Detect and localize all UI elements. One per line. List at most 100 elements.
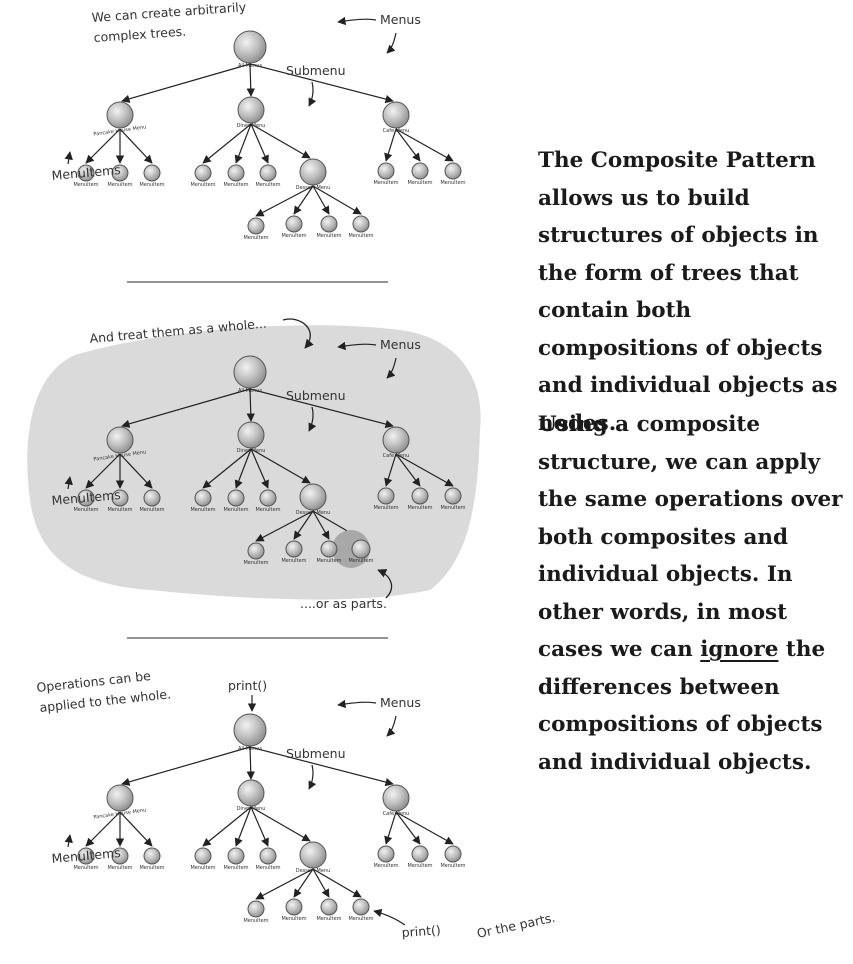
diner-menu-node bbox=[237, 421, 265, 449]
pancake-menu-node bbox=[106, 101, 134, 129]
menu-item-label: MenuItem bbox=[190, 507, 215, 513]
menu-item-node bbox=[247, 900, 265, 918]
menuitems-arrow bbox=[64, 476, 73, 490]
menus-arrow bbox=[337, 341, 377, 351]
edge bbox=[384, 128, 397, 162]
highlighted-menu-item-node bbox=[351, 539, 371, 559]
description-text-a: Using a composite structure, we can appl… bbox=[538, 412, 843, 662]
menu-item-label: MenuItem bbox=[348, 558, 373, 564]
edge bbox=[246, 63, 255, 97]
edge bbox=[246, 746, 255, 780]
menu-item-node bbox=[411, 845, 429, 863]
root-label: All Menus bbox=[238, 63, 263, 69]
edge bbox=[395, 453, 454, 487]
edge bbox=[250, 448, 311, 484]
edge bbox=[395, 453, 421, 487]
ignore-emphasis: ignore bbox=[700, 637, 779, 662]
edge bbox=[293, 185, 314, 215]
edge bbox=[249, 388, 394, 429]
dessert-menu-node bbox=[299, 483, 327, 511]
submenu-label: Dessert Menu bbox=[296, 868, 331, 874]
menu-item-label: MenuItem bbox=[281, 916, 306, 922]
menus-callout: Menus bbox=[380, 695, 421, 710]
menu-item-label: MenuItem bbox=[243, 235, 268, 241]
menu-item-node bbox=[377, 487, 395, 505]
diner-menu-node bbox=[237, 96, 265, 124]
submenu-callout: Submenu bbox=[286, 746, 346, 761]
edge bbox=[395, 128, 454, 162]
highlight-ring bbox=[332, 530, 370, 568]
menu-item-label: MenuItem bbox=[440, 180, 465, 186]
edge bbox=[293, 868, 314, 898]
menu-item-node bbox=[259, 847, 277, 865]
menu-item-node bbox=[259, 164, 277, 182]
menu-item-label: MenuItem bbox=[243, 918, 268, 924]
menu-item-node bbox=[227, 164, 245, 182]
menu-item-label: MenuItem bbox=[73, 507, 98, 513]
edge bbox=[384, 453, 397, 487]
menu-item-label: MenuItem bbox=[281, 233, 306, 239]
edge bbox=[119, 453, 153, 489]
menu-item-node bbox=[377, 162, 395, 180]
edge bbox=[395, 811, 421, 845]
menu-item-label: MenuItem bbox=[190, 182, 215, 188]
menu-item-node bbox=[352, 898, 370, 916]
menu-item-node bbox=[285, 215, 303, 233]
menu-item-node bbox=[259, 489, 277, 507]
menu-item-label: MenuItem bbox=[107, 182, 132, 188]
submenu-arrow bbox=[308, 81, 317, 107]
edge bbox=[312, 510, 330, 540]
menu-item-label: MenuItem bbox=[316, 916, 341, 922]
menu-item-node bbox=[143, 489, 161, 507]
menu-item-node bbox=[411, 162, 429, 180]
menus-arrow bbox=[386, 32, 397, 54]
menu-label: Cafe Menu bbox=[383, 811, 410, 817]
menu-item-node bbox=[377, 845, 395, 863]
menu-item-node bbox=[320, 540, 338, 558]
edge bbox=[202, 123, 252, 164]
menu-item-label: MenuItem bbox=[73, 865, 98, 871]
submenu-label: Dessert Menu bbox=[296, 510, 331, 516]
edge bbox=[384, 811, 397, 845]
menu-item-label: MenuItem bbox=[316, 233, 341, 239]
menu-item-label: MenuItem bbox=[316, 558, 341, 564]
menu-item-label: MenuItem bbox=[348, 916, 373, 922]
menus-callout: Menus bbox=[380, 337, 421, 352]
menu-item-node bbox=[77, 847, 95, 865]
root-node bbox=[233, 355, 267, 389]
edge bbox=[312, 868, 362, 898]
menu-item-node bbox=[111, 164, 129, 182]
cafe-menu-node bbox=[382, 784, 410, 812]
edge bbox=[250, 806, 269, 847]
menu-item-label: MenuItem bbox=[139, 865, 164, 871]
menu-item-node bbox=[227, 489, 245, 507]
menu-item-node bbox=[143, 847, 161, 865]
menuitems-callout: MenuItems bbox=[51, 162, 121, 183]
menu-item-node bbox=[247, 217, 265, 235]
menu-item-label: MenuItem bbox=[348, 233, 373, 239]
description-paragraph-2: Using a composite structure, we can appl… bbox=[538, 406, 846, 781]
edge bbox=[395, 128, 421, 162]
menu-item-node bbox=[285, 898, 303, 916]
edge bbox=[293, 510, 314, 540]
whole-tree-blob bbox=[27, 325, 481, 600]
menu-item-label: MenuItem bbox=[255, 507, 280, 513]
menu-item-node bbox=[194, 489, 212, 507]
menuitems-callout: MenuItems bbox=[51, 487, 121, 508]
caption-arrow bbox=[282, 318, 314, 349]
dessert-menu-node bbox=[299, 158, 327, 186]
edge bbox=[312, 185, 330, 215]
menu-item-label: MenuItem bbox=[223, 507, 248, 513]
edge bbox=[255, 510, 314, 542]
edge bbox=[255, 185, 314, 217]
submenu-callout: Submenu bbox=[286, 63, 346, 78]
menu-item-node bbox=[352, 215, 370, 233]
menu-item-label: MenuItem bbox=[407, 505, 432, 511]
edge bbox=[121, 746, 251, 786]
pancake-menu-node bbox=[106, 784, 134, 812]
edge bbox=[119, 811, 153, 847]
menu-item-node bbox=[194, 847, 212, 865]
menu-item-label: MenuItem bbox=[223, 182, 248, 188]
